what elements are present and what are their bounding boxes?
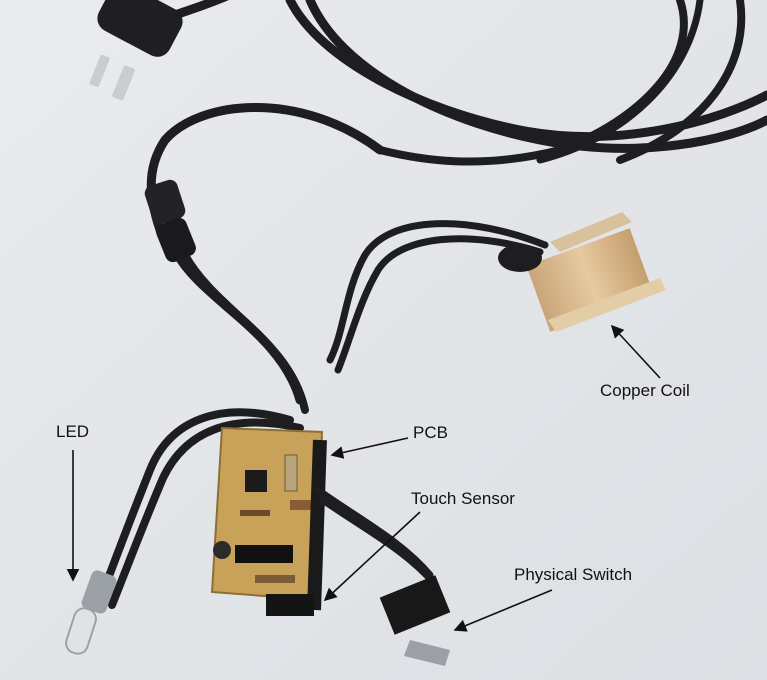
physical-switch-label: Physical Switch — [514, 565, 633, 584]
led-wires — [96, 408, 304, 609]
annotation-arrows — [66, 324, 661, 632]
power-plug — [89, 0, 229, 101]
power-cord-loops — [285, 0, 767, 166]
copper-coil — [498, 212, 666, 332]
switch-wire — [314, 486, 438, 588]
pcb-board — [210, 426, 327, 616]
coil-wires — [326, 220, 549, 374]
pcb-label: PCB — [413, 423, 448, 442]
pcb-arrow — [330, 437, 409, 459]
copper-coil-label: Copper Coil — [600, 381, 690, 400]
copper-coil-arrow — [610, 324, 661, 379]
led-bulb — [65, 570, 117, 655]
physical-switch — [379, 575, 451, 666]
touch-sensor-arrow — [323, 511, 421, 602]
cord-strain-relief — [144, 179, 196, 263]
touch-sensor-label: Touch Sensor — [411, 489, 515, 508]
physical-switch-arrow — [453, 589, 553, 632]
led-label: LED — [56, 422, 90, 441]
